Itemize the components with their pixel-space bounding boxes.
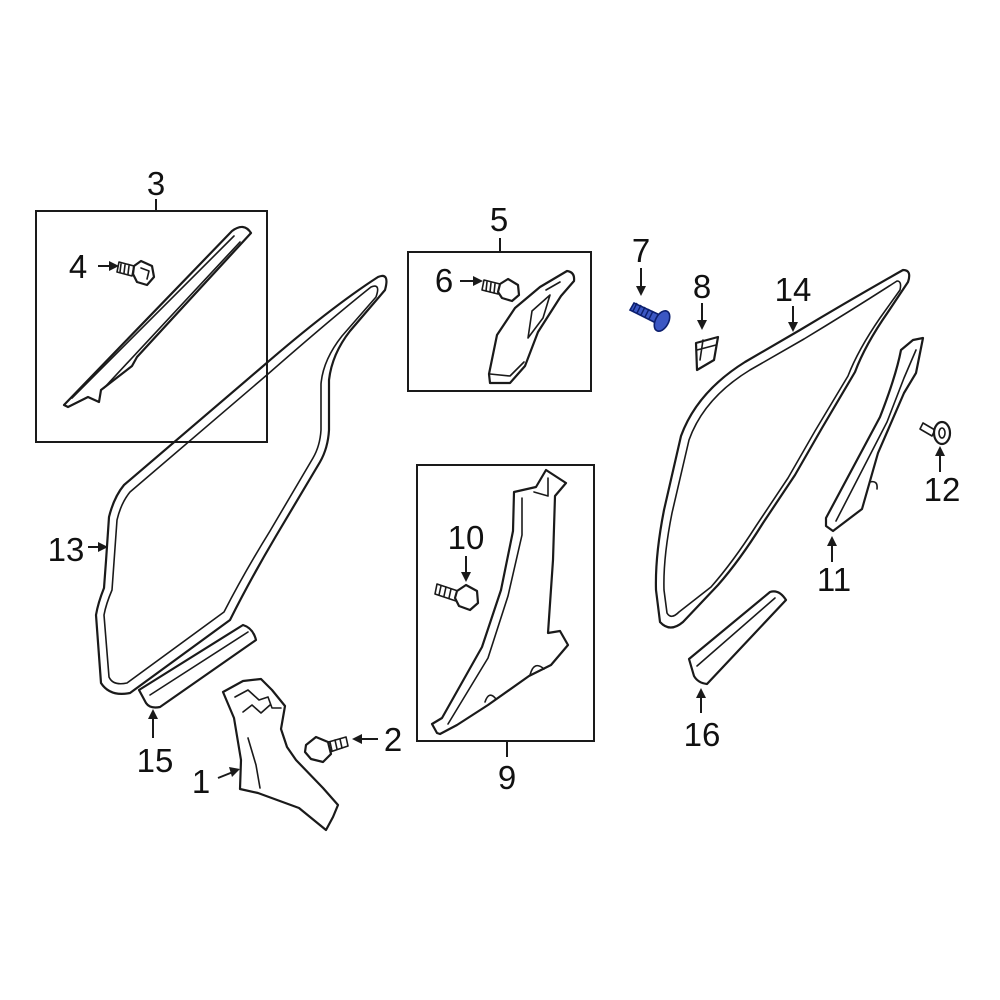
callout-13: 13 xyxy=(48,531,85,568)
callout-labels: 3 4 5 6 7 8 14 10 12 11 13 15 16 1 2 9 xyxy=(48,165,961,800)
callout-1: 1 xyxy=(192,763,210,800)
callout-6: 6 xyxy=(435,262,453,299)
center-pillar-upper-trim[interactable] xyxy=(487,269,576,385)
front-door-weatherstrip[interactable] xyxy=(94,274,388,695)
push-pin-12[interactable] xyxy=(919,420,952,446)
bolt-6[interactable] xyxy=(481,277,521,303)
callout-8: 8 xyxy=(693,268,711,305)
bolt-10[interactable] xyxy=(434,583,480,612)
front-scuff-plate[interactable] xyxy=(137,623,258,709)
callout-7: 7 xyxy=(632,232,650,269)
a-pillar-trim[interactable] xyxy=(62,225,253,409)
rear-scuff-plate[interactable] xyxy=(687,590,788,686)
rear-door-weatherstrip[interactable] xyxy=(654,268,911,629)
group-box-3 xyxy=(35,210,268,443)
bolt-2[interactable] xyxy=(303,735,349,764)
callout-3: 3 xyxy=(147,165,165,202)
callout-9: 9 xyxy=(498,759,516,796)
callout-14: 14 xyxy=(775,271,812,308)
cowl-side-trim[interactable] xyxy=(221,677,340,832)
group-box-9 xyxy=(416,464,595,742)
callout-10: 10 xyxy=(448,519,485,556)
callout-12: 12 xyxy=(924,471,961,508)
callout-5: 5 xyxy=(490,201,508,238)
bolt-4[interactable] xyxy=(116,259,156,287)
callout-11: 11 xyxy=(817,561,851,598)
callout-16: 16 xyxy=(684,716,721,753)
center-pillar-lower-trim[interactable] xyxy=(430,468,570,736)
callout-4: 4 xyxy=(69,248,87,285)
callout-2: 2 xyxy=(384,721,402,758)
callout-15: 15 xyxy=(137,742,174,779)
rear-pillar-trim[interactable] xyxy=(824,336,925,533)
screw-7-highlighted[interactable] xyxy=(628,301,673,334)
clip-8[interactable] xyxy=(694,335,720,372)
leader-lines xyxy=(88,199,945,779)
